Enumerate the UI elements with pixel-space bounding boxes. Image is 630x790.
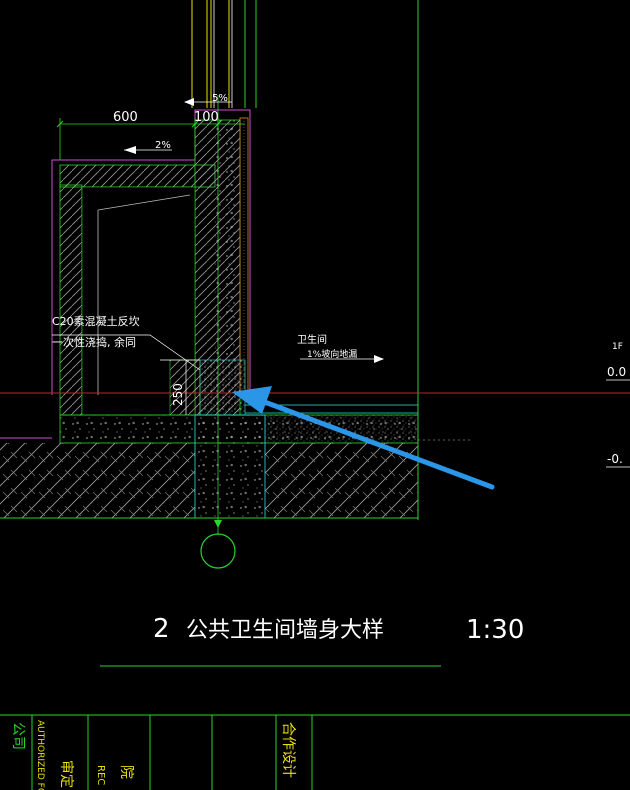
title-block-cell-1: 公司 <box>10 722 26 750</box>
level-value-2: -0. <box>607 452 623 466</box>
level-floor-label: 1F <box>612 342 623 352</box>
title-block-cell-3: 审定 <box>58 760 74 788</box>
center-column-concrete <box>215 120 240 360</box>
left-wall-hatch <box>59 184 83 416</box>
title-block-cell-6: 合作设计 <box>280 722 296 778</box>
ledge-slope-arrow <box>124 146 172 154</box>
ledge-slope-label: 2% <box>155 140 171 151</box>
note-line-2: 一次性浇捣, 余同 <box>52 335 136 349</box>
curb-height-dimension <box>160 359 200 415</box>
title-block-cell-2: AUTHORIZED FO <box>35 720 45 790</box>
title-block-cell-4: REC <box>95 765 106 785</box>
top-beam-hatch <box>59 164 216 188</box>
top-slope-label: 5% <box>212 93 228 104</box>
title-block <box>0 714 630 790</box>
level-value-1: 0.0 <box>607 365 626 379</box>
note-leader <box>52 334 201 371</box>
top-dimension <box>56 118 245 160</box>
finish-strip <box>239 117 249 394</box>
axis-bubble <box>200 533 236 569</box>
drawing-title-text: 公共卫生间墙身大样 <box>186 618 384 643</box>
room-slope-label: 1%坡向地漏 <box>307 348 357 360</box>
drawing-title-number: 2 <box>153 614 170 644</box>
title-block-cell-5: 院 <box>118 765 134 779</box>
foundation-column <box>194 414 266 519</box>
dimension-250-label: 250 <box>171 383 185 406</box>
top-slope-arrow <box>184 98 232 106</box>
note-line-1: C20素混凝土反坎 <box>52 314 140 328</box>
upper-wall-lines <box>191 0 257 108</box>
room-name-label: 卫生间 <box>297 333 327 346</box>
dimension-600-label: 600 <box>113 110 138 125</box>
earth-hatch-right <box>265 443 418 518</box>
c20-curb <box>199 359 246 416</box>
earth-hatch-left <box>0 443 195 518</box>
annotation-arrow <box>232 386 495 490</box>
room-slope-arrow <box>300 355 384 363</box>
drawing-scale: 1:30 <box>466 615 524 645</box>
dimension-100-label: 100 <box>194 110 219 125</box>
